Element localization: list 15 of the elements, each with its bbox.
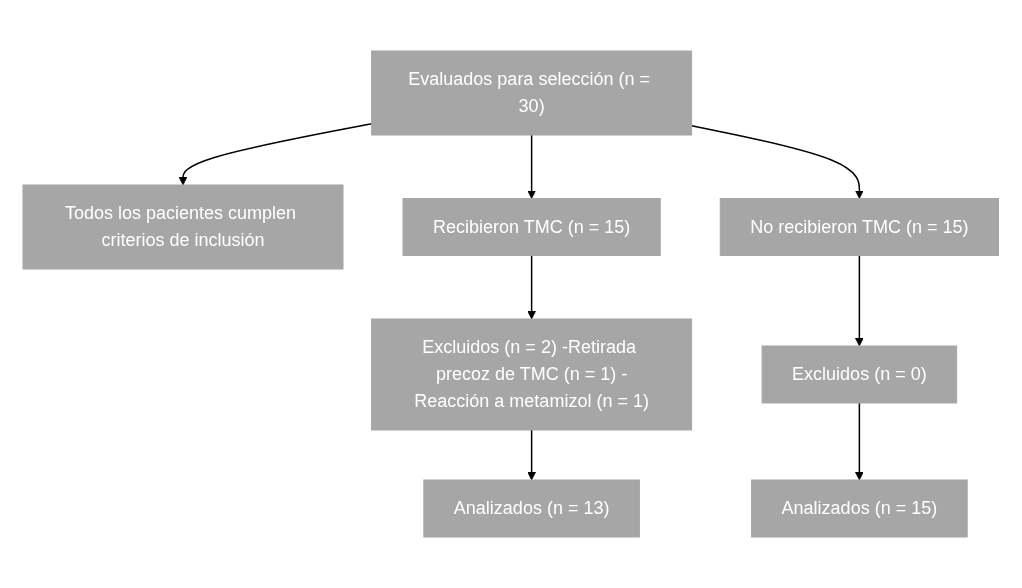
node-box: No recibieron TMC (n = 15)	[720, 198, 1000, 256]
node-box: Analizados (n = 13)	[423, 479, 641, 538]
node-box: Analizados (n = 15)	[751, 479, 968, 538]
arrow	[178, 123, 373, 186]
arrow	[691, 124, 865, 199]
node-box: Evaluados para selección (n = 30)	[371, 50, 693, 136]
node-box: Todos los pacientes cumplen criterios de inclusión	[22, 184, 344, 270]
arrow	[527, 134, 537, 199]
arrow	[527, 254, 537, 320]
arrow	[527, 429, 537, 481]
arrow	[855, 254, 865, 347]
node-box: Excluidos (n = 0)	[761, 345, 958, 404]
arrow	[855, 402, 865, 481]
node-box: Recibieron TMC (n = 15)	[402, 198, 661, 256]
node-box: Excluidos (n = 2) -Retirada precoz de TMC (n = 1) -Reacción a metamizol (n = 1)	[371, 318, 693, 431]
